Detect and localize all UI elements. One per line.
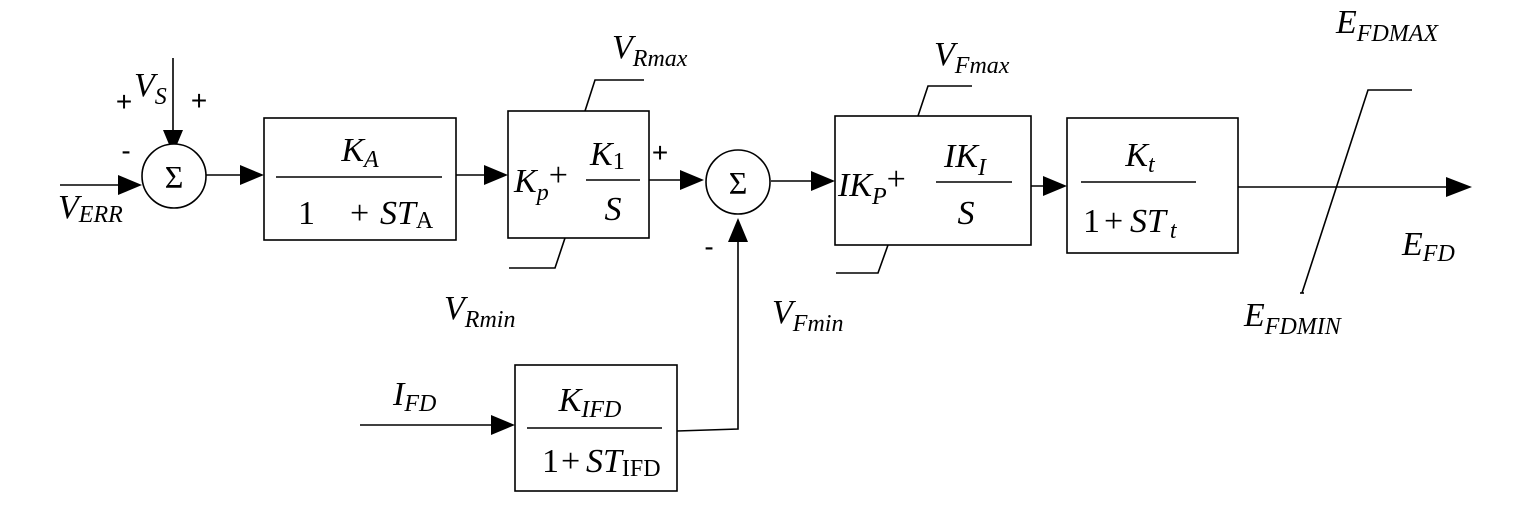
kt-numerator: Kt: [1124, 137, 1156, 178]
arrow-output: [1446, 177, 1472, 197]
pif-ikp: IKP+: [837, 161, 906, 210]
arrow-pir-out: [680, 170, 704, 190]
pir-k1: K1: [589, 136, 625, 175]
sum1-sign-plus-top: +: [191, 85, 207, 116]
arrow-sum2-out: [811, 171, 835, 191]
vfmin-limit-line: [836, 244, 889, 274]
signal-labels: VERR VS IFD VRmax VRmin VFmax VFmin EFDM…: [58, 4, 1455, 417]
efd-limiter-line: [1301, 89, 1412, 294]
pif-iki: IKI: [943, 138, 987, 181]
sum2-sign-minus: -: [704, 231, 713, 262]
arrow-ifd: [491, 415, 515, 435]
label-efdmin: EFDMIN: [1243, 297, 1343, 340]
kifd-numerator: KIFD: [558, 382, 622, 423]
kt-den-one: 1: [1083, 203, 1100, 240]
sum2-sign-plus: +: [652, 137, 668, 168]
arrow-ka-out: [484, 165, 508, 185]
label-verr: VERR: [58, 189, 123, 228]
limiter-lines: [509, 79, 1412, 294]
vrmin-limit-line: [509, 237, 566, 269]
kifd-den-stifd: STIFD: [586, 443, 661, 482]
label-vrmax: VRmax: [612, 29, 688, 72]
summing-junction-2: Σ + -: [652, 137, 771, 262]
label-efdmax: EFDMAX: [1335, 4, 1439, 47]
label-vs: VS: [134, 67, 167, 110]
sum1-sign-minus: -: [121, 135, 130, 166]
ka-den-plus: +: [350, 195, 369, 232]
label-efd-output: EFD: [1401, 226, 1455, 267]
pir-s: S: [605, 191, 622, 228]
signal-wires: [60, 58, 1450, 432]
label-vfmax: VFmax: [934, 36, 1010, 79]
summing-junction-1: Σ + + -: [116, 85, 207, 209]
block-pi-regulator: Kp+ K1 S: [507, 110, 650, 239]
arrow-pif-out: [1043, 176, 1067, 196]
ka-numerator: KA: [340, 132, 379, 173]
label-ifd: IFD: [392, 376, 436, 417]
vfmax-limit-line: [917, 85, 972, 117]
wire-kt-to-output: [1237, 186, 1450, 188]
arrow-feedback: [728, 218, 748, 242]
block-kifd-lag: KIFD 1 + STIFD: [514, 364, 678, 492]
ka-den-sta: STA: [380, 195, 434, 234]
sum2-symbol: Σ: [729, 165, 748, 201]
label-vfmin: VFmin: [772, 294, 843, 337]
arrow-sum1-out: [240, 165, 264, 185]
sum1-symbol: Σ: [165, 159, 184, 195]
arrow-vs: [163, 130, 183, 154]
block-ka-lag: KA 1 + STA: [263, 117, 457, 241]
pir-kp: Kp+: [513, 157, 568, 206]
arrow-verr: [118, 175, 142, 195]
kifd-den-plus: +: [561, 443, 580, 480]
vrmax-limit-line: [584, 79, 644, 112]
arrowheads: [118, 130, 1472, 435]
pif-s: S: [958, 195, 975, 232]
kt-den-plus: +: [1104, 203, 1123, 240]
wire-kifd-to-sum2: [676, 232, 739, 432]
kifd-den-one: 1: [542, 443, 559, 480]
sum1-sign-plus-left: +: [116, 86, 132, 117]
block-pi-field: IKP+ IKI S: [834, 115, 1032, 246]
ka-den-one: 1: [298, 195, 315, 232]
label-vrmin: VRmin: [444, 290, 515, 333]
